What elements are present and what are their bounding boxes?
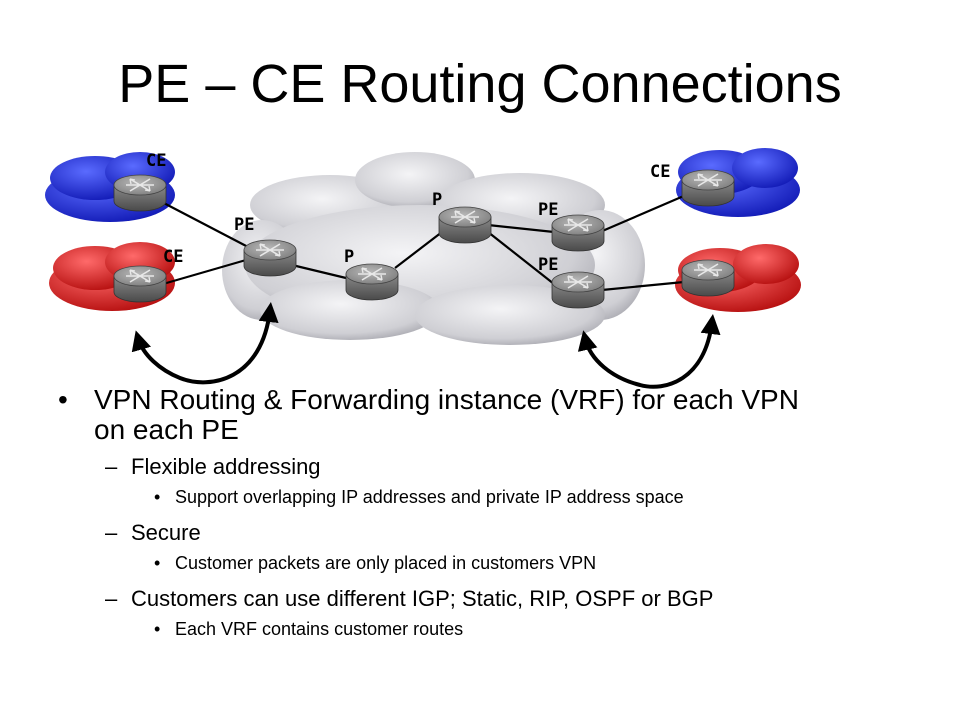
router-icon <box>551 214 605 252</box>
bullet-list: • VPN Routing & Forwarding instance (VRF… <box>58 385 818 653</box>
link-pe-left-p <box>291 263 347 280</box>
bullet-text: VPN Routing & Forwarding instance (VRF) … <box>94 384 799 445</box>
router-icon <box>438 206 492 244</box>
bullet-item: – Secure <box>58 521 818 544</box>
curved-arrow-icon <box>577 314 721 389</box>
bullet-item: – Flexible addressing <box>58 455 818 478</box>
bullet-item: • Support overlapping IP addresses and p… <box>58 488 818 507</box>
link-p-p <box>394 231 443 269</box>
bullet-marker: – <box>105 520 118 545</box>
bullet-marker: • <box>58 384 68 415</box>
router-icon <box>681 169 735 207</box>
router-icon <box>113 174 167 212</box>
link-ce-bottom-left-pe <box>162 258 247 286</box>
label-ce-top-right: CE <box>650 162 670 182</box>
router-icon <box>345 263 399 301</box>
curved-arrow-icon <box>131 302 279 385</box>
bullet-item: • Customer packets are only placed in cu… <box>58 554 818 573</box>
router-icon <box>551 271 605 309</box>
bullet-text: Customers can use different IGP; Static,… <box>131 586 714 611</box>
bullet-marker: • <box>154 619 161 639</box>
slide-title: PE – CE Routing Connections <box>118 54 842 114</box>
label-ce-top-left: CE <box>146 151 166 171</box>
router-icon <box>243 239 297 277</box>
bullet-text: Each VRF contains customer routes <box>175 619 464 639</box>
label-ce-bottom-left: CE <box>163 247 183 267</box>
bullet-marker: – <box>105 454 118 479</box>
link-ce-top-left-pe <box>157 199 251 249</box>
link-pe-bottom-ce-right <box>601 280 685 292</box>
bullet-text: Secure <box>131 520 201 545</box>
router-icon <box>113 265 167 303</box>
bullet-marker: • <box>154 553 161 573</box>
bullet-marker: • <box>154 487 161 507</box>
bullet-text: Support overlapping IP addresses and pri… <box>175 487 684 507</box>
bullet-text: Customer packets are only placed in cust… <box>175 553 597 573</box>
bullet-item: • VPN Routing & Forwarding instance (VRF… <box>58 385 818 445</box>
link-p-pe-top <box>487 223 555 234</box>
link-pe-top-ce-right <box>599 193 687 234</box>
router-icon <box>681 259 735 297</box>
label-p-middle: P <box>344 247 354 267</box>
label-pe-left: PE <box>234 215 254 235</box>
network-links <box>157 193 687 292</box>
bullet-marker: – <box>105 586 118 611</box>
bullet-item: – Customers can use different IGP; Stati… <box>58 587 818 610</box>
link-p-pe-bottom <box>487 231 555 285</box>
label-pe-top-right: PE <box>538 200 558 220</box>
bullet-item: • Each VRF contains customer routes <box>58 620 818 639</box>
label-pe-bottom-right: PE <box>538 255 558 275</box>
bullet-text: Flexible addressing <box>131 454 321 479</box>
label-p-top: P <box>432 190 442 210</box>
